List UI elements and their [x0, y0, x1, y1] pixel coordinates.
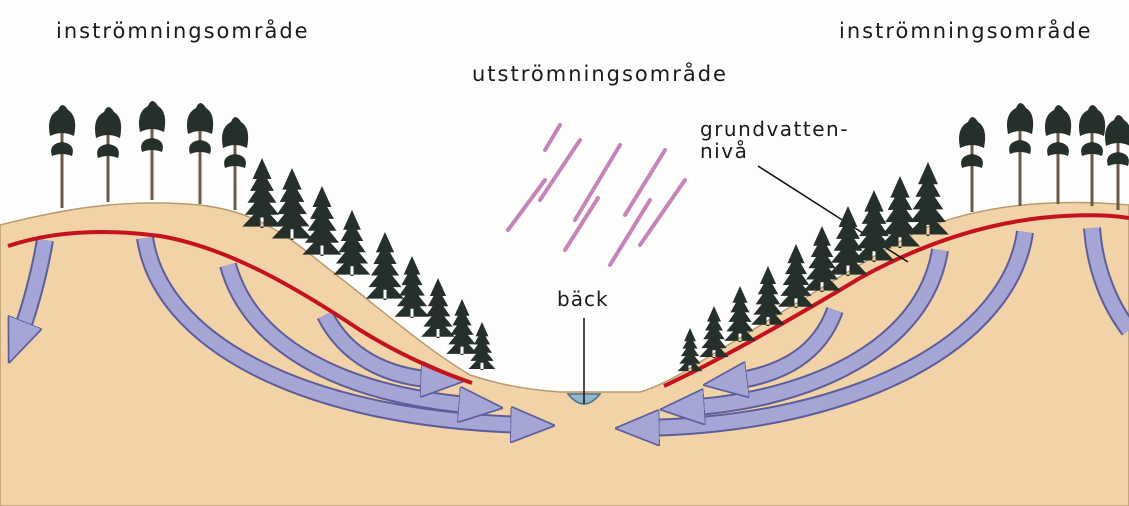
- inflow-area-label-left: inströmningsområde: [56, 20, 310, 42]
- pine-tree: [139, 101, 165, 200]
- outflow-area-label: utströmningsområde: [472, 63, 728, 85]
- spruce-tree: [421, 278, 455, 338]
- spruce-tree: [446, 299, 477, 355]
- rain-streaks: [508, 125, 685, 265]
- pine-tree: [1045, 105, 1071, 204]
- pine-tree: [1079, 105, 1105, 206]
- inflow-area-label-right: inströmningsområde: [839, 20, 1093, 42]
- pine-tree: [959, 117, 985, 212]
- pine-tree: [1007, 103, 1033, 206]
- groundwater-label-line1: grundvatten-: [700, 118, 849, 140]
- spruce-tree: [366, 232, 404, 300]
- groundwater-level-label: grundvatten- nivå: [700, 118, 849, 162]
- spruce-tree: [334, 210, 371, 276]
- spruce-tree: [469, 322, 496, 370]
- spruce-tree: [302, 186, 341, 256]
- pine-tree: [222, 117, 248, 210]
- pine-tree: [95, 107, 121, 202]
- spruce-tree: [272, 168, 312, 240]
- groundwater-label-line2: nivå: [700, 140, 849, 162]
- pine-tree: [49, 105, 75, 208]
- creek-label: bäck: [557, 288, 609, 310]
- pine-tree: [187, 103, 213, 204]
- pine-tree: [1105, 115, 1129, 210]
